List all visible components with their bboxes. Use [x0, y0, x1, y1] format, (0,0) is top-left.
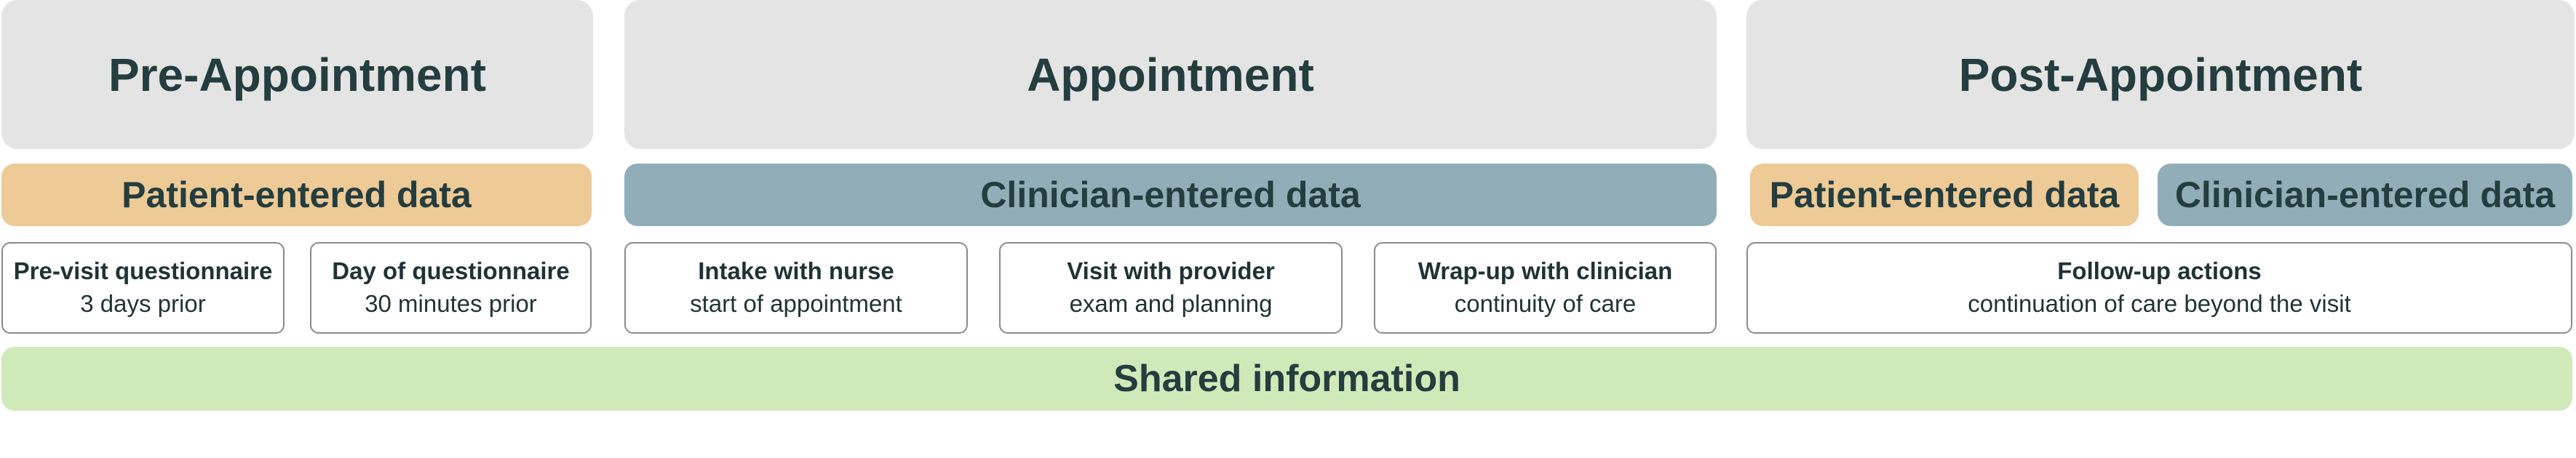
step-subtitle: exam and planning [1069, 290, 1273, 317]
step-title: Day of questionnaire [332, 257, 570, 285]
step-subtitle: start of appointment [690, 290, 902, 317]
step-pre-visit-questionnaire: Pre-visit questionnaire 3 days prior [1, 242, 285, 334]
band-appointment-clinician-entered: Clinician-entered data [624, 164, 1717, 226]
shared-information-bar: Shared information [1, 347, 2572, 411]
step-subtitle: continuation of care beyond the visit [1968, 290, 2351, 317]
step-subtitle: 3 days prior [80, 290, 206, 317]
band-post-clinician-entered: Clinician-entered data [2158, 164, 2572, 226]
step-follow-up-actions: Follow-up actions continuation of care b… [1746, 242, 2572, 334]
step-wrap-up-with-clinician: Wrap-up with clinician continuity of car… [1374, 242, 1717, 334]
phase-post-appointment: Post-Appointment [1746, 0, 2575, 149]
phase-pre-appointment: Pre-Appointment [1, 0, 593, 149]
step-title: Visit with provider [1067, 257, 1275, 285]
step-title: Follow-up actions [2057, 257, 2262, 285]
band-post-patient-entered: Patient-entered data [1750, 164, 2139, 226]
step-title: Pre-visit questionnaire [13, 257, 273, 285]
phase-appointment: Appointment [624, 0, 1717, 149]
step-visit-with-provider: Visit with provider exam and planning [999, 242, 1343, 334]
step-day-of-questionnaire: Day of questionnaire 30 minutes prior [310, 242, 592, 334]
step-subtitle: continuity of care [1454, 290, 1637, 317]
step-title: Wrap-up with clinician [1418, 257, 1673, 285]
band-pre-patient-entered: Patient-entered data [1, 164, 592, 226]
step-subtitle: 30 minutes prior [365, 290, 537, 317]
step-title: Intake with nurse [698, 257, 894, 285]
step-intake-with-nurse: Intake with nurse start of appointment [624, 242, 968, 334]
